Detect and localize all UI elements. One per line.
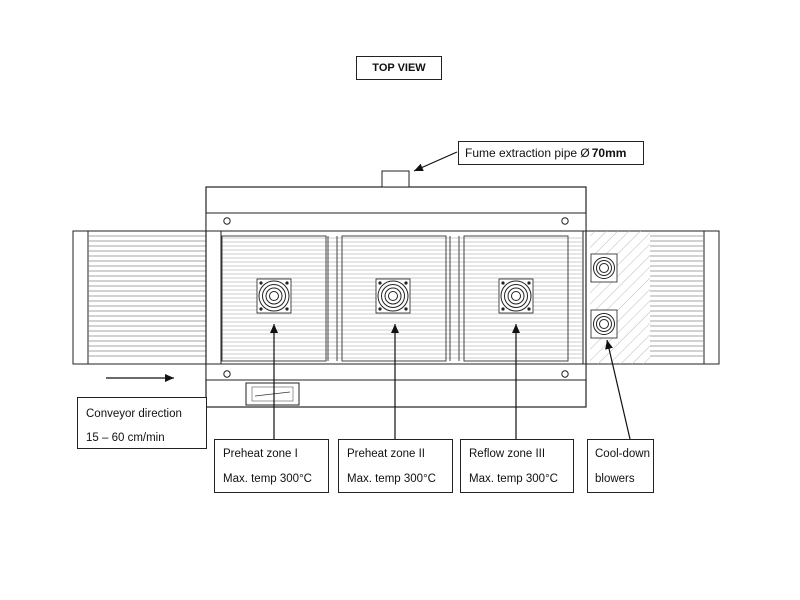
reflow-zone-3-label: Reflow zone III Max. temp 300°C: [460, 439, 574, 493]
input-conveyor: [72, 230, 207, 365]
conveyor-direction-label: Conveyor direction 15 – 60 cm/min: [77, 397, 207, 449]
view-title-text: TOP VIEW: [372, 62, 426, 74]
preheat-zone-2-label: Preheat zone II Max. temp 300°C: [338, 439, 453, 493]
zone-3-name: Reflow zone III: [469, 448, 546, 460]
fume-arrow: [413, 151, 458, 172]
preheat-zone-1-fan: [256, 278, 292, 314]
fume-label-text: Fume extraction pipe Ø: [465, 146, 590, 160]
zone-2-temp: Max. temp 300°C: [347, 473, 436, 485]
cooldown-blower-2: [590, 309, 618, 339]
zone-2-name: Preheat zone II: [347, 448, 425, 460]
preheat-zone-2-fan: [375, 278, 411, 314]
fume-pipe: [381, 170, 410, 188]
cooldown-line2: blowers: [595, 473, 635, 485]
cooldown-line1: Cool-down: [595, 448, 650, 460]
conveyor-label-line2: 15 – 60 cm/min: [86, 432, 165, 444]
zone-1-temp: Max. temp 300°C: [223, 473, 312, 485]
cooldown-blowers-label: Cool-down blowers: [587, 439, 654, 493]
view-title: TOP VIEW: [356, 56, 442, 80]
output-conveyor: [585, 230, 720, 365]
zone-3-temp: Max. temp 300°C: [469, 473, 558, 485]
cooldown-blower-1: [590, 253, 618, 283]
preheat-zone-1-label: Preheat zone I Max. temp 300°C: [214, 439, 329, 493]
zone-1-name: Preheat zone I: [223, 448, 298, 460]
conveyor-label-line1: Conveyor direction: [86, 408, 182, 420]
fume-size-text: 70mm: [591, 146, 627, 160]
cooldown-arrow: [605, 339, 631, 440]
reflow-zone-3-fan: [498, 278, 534, 314]
